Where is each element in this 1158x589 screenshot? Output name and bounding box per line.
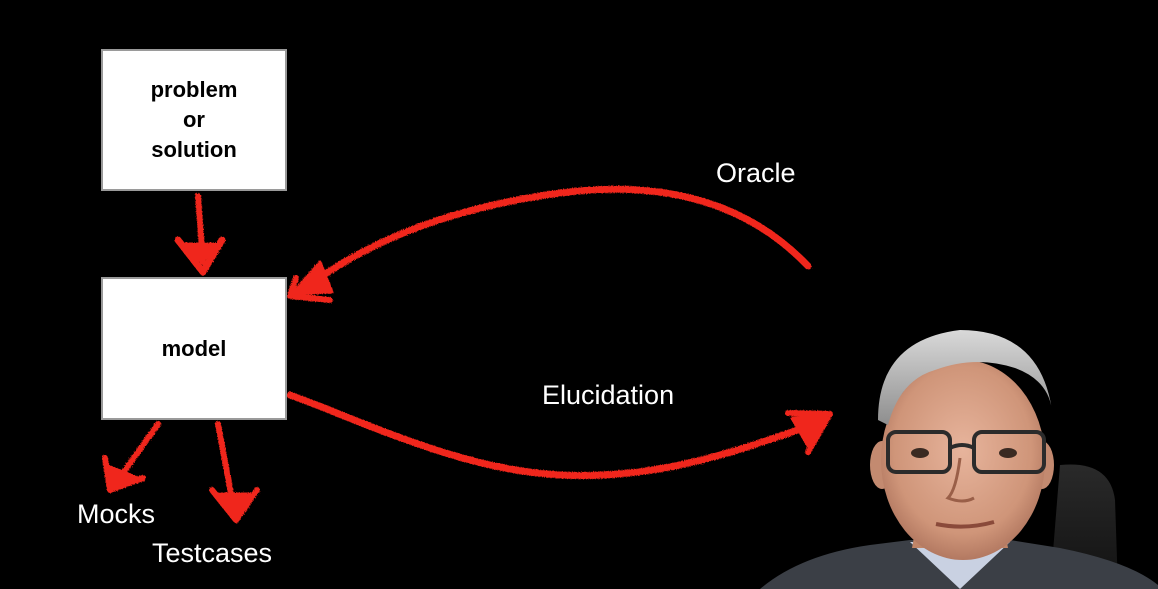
problem-box-line-3: solution	[151, 137, 237, 162]
problem-or-solution-box: problem or solution	[101, 49, 287, 191]
arrow-problem-to-model	[174, 193, 226, 276]
arrow-testcases	[209, 421, 260, 523]
arrow-elucidation	[286, 391, 833, 480]
presenter-webcam-icon	[760, 330, 1158, 589]
problem-box-line-1: problem	[150, 77, 238, 102]
mocks-label: Mocks	[77, 499, 156, 529]
model-box-label: model	[161, 335, 227, 361]
oracle-label: Oracle	[716, 158, 796, 188]
elucidation-label: Elucidation	[542, 380, 675, 410]
problem-box-line-2: or	[182, 107, 205, 132]
arrow-mocks	[102, 421, 161, 493]
model-box: model	[101, 277, 287, 420]
arrow-oracle	[287, 185, 812, 303]
testcases-label: Testcases	[152, 538, 273, 568]
